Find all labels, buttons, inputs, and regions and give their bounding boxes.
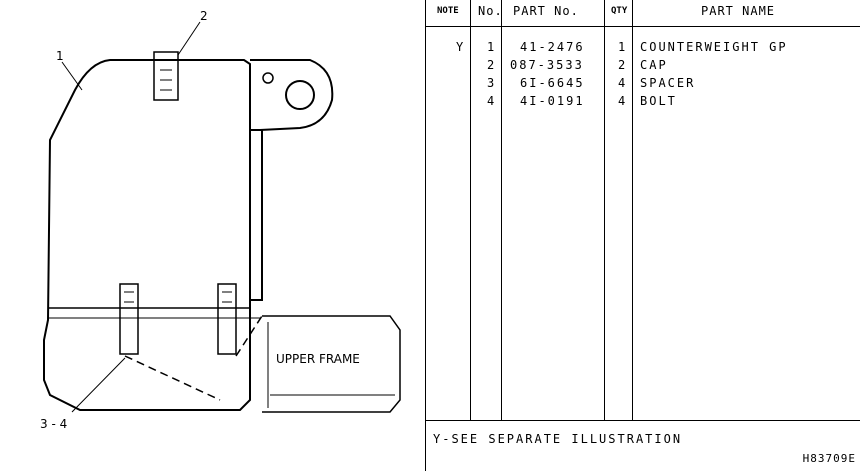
row-2-name: CAP [640, 58, 668, 72]
table-left-border [425, 0, 426, 471]
upper-frame-beam [262, 315, 401, 413]
drawing-number: H83709E [802, 452, 856, 465]
header-part-no: PART No. [513, 4, 579, 18]
counterweight-drawing: 1 2 3 - 4 UPPER FRAME [40, 9, 401, 431]
footer-note: Y-SEE SEPARATE ILLUSTRATION [433, 432, 683, 446]
mounting-plate [250, 129, 263, 301]
row-4-part-no: 4I-0191 [520, 94, 585, 108]
row-3-no: 3 [487, 76, 497, 90]
header-part-name: PART NAME [701, 4, 776, 18]
small-hole [262, 72, 274, 84]
header-no: No. [478, 4, 503, 18]
lifting-lug [250, 59, 334, 131]
callout-1: 1 [56, 49, 64, 63]
row-2-part-no: 087-3533 [510, 58, 584, 72]
header-note: NOTE [437, 6, 459, 16]
row-4-name: BOLT [640, 94, 677, 108]
callout-3-4: 3 - 4 [40, 417, 67, 431]
col-divider [632, 0, 633, 420]
col-divider [604, 0, 605, 420]
bolt-left [119, 283, 139, 355]
col-divider [470, 0, 471, 420]
parts-table: NOTE No. PART No. QTY PART NAME Y 1 41-2… [425, 0, 860, 471]
bolt-right [217, 283, 237, 355]
row-1-part-no: 41-2476 [520, 40, 585, 54]
header-rule [425, 26, 860, 27]
lug-hole [285, 80, 315, 110]
col-divider [501, 0, 502, 420]
row-4-no: 4 [487, 94, 497, 108]
cap-top [153, 51, 179, 101]
row-1-qty: 1 [618, 40, 628, 54]
row-3-name: SPACER [640, 76, 696, 90]
upper-frame-label: UPPER FRAME [276, 352, 360, 366]
row-2-no: 2 [487, 58, 497, 72]
row-1-name: COUNTERWEIGHT GP [640, 40, 788, 54]
row-3-qty: 4 [618, 76, 628, 90]
row-1-note: Y [456, 40, 466, 54]
row-2-qty: 2 [618, 58, 628, 72]
row-4-qty: 4 [618, 94, 628, 108]
row-3-part-no: 6I-6645 [520, 76, 585, 90]
counterweight-body [43, 59, 251, 411]
footer-rule [425, 420, 860, 421]
header-qty: QTY [611, 6, 628, 16]
callout-2: 2 [200, 9, 208, 23]
row-1-no: 1 [487, 40, 497, 54]
